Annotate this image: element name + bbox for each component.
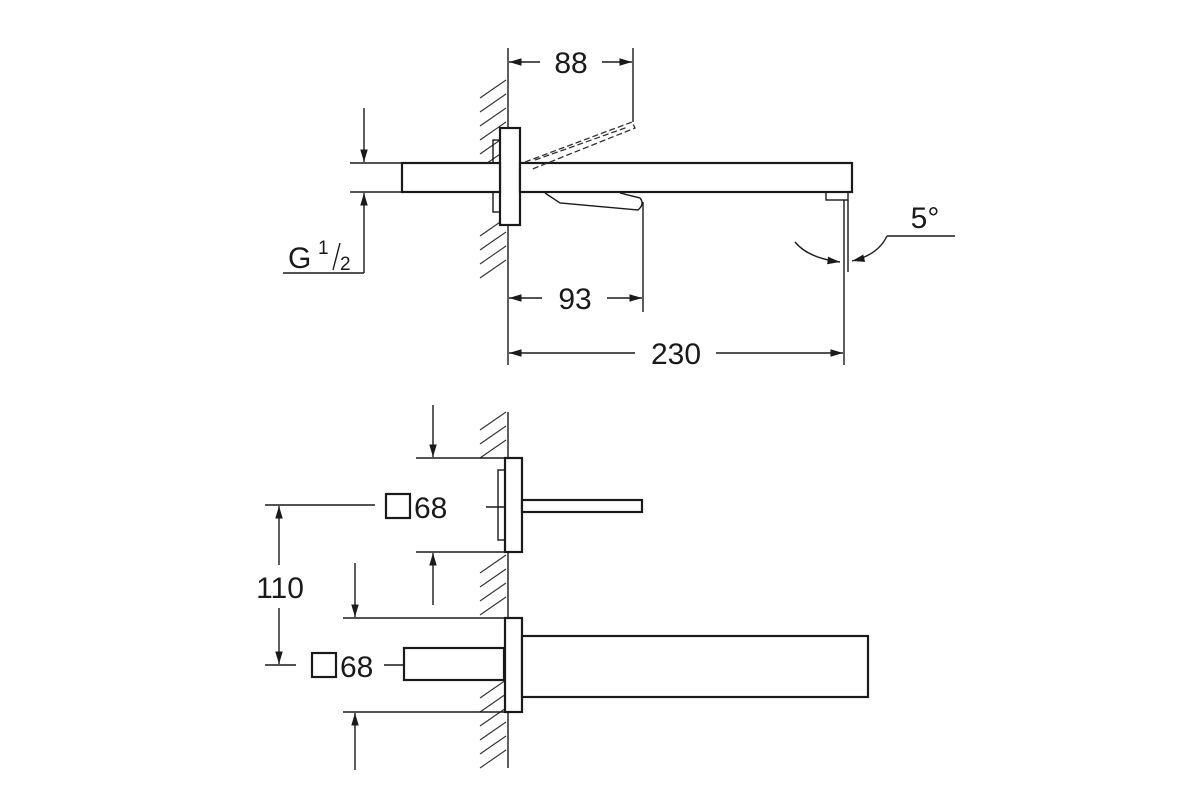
wall-flange	[498, 126, 522, 227]
wall-hatch-line	[479, 679, 507, 699]
side-view: 88 93 230 5° G 1 2	[283, 47, 955, 371]
dim-230: 230	[651, 338, 701, 371]
wall-hatch-line	[479, 121, 507, 141]
rear-pipe	[400, 161, 502, 194]
angle-arc-left	[794, 241, 841, 265]
lever-plate-recess	[497, 469, 506, 541]
angle-arc-right	[851, 235, 888, 262]
spout	[518, 161, 854, 194]
wall-hatch-line	[479, 231, 507, 251]
lever-plate	[503, 456, 524, 554]
center-distance: 110	[256, 572, 304, 605]
spout-plate	[503, 616, 524, 714]
top-view: 68 68 110	[256, 405, 870, 770]
square-symbol-icon	[384, 492, 412, 520]
aerator	[825, 191, 849, 201]
lever-raised-inner	[534, 126, 629, 161]
wall-hatch-line	[479, 107, 507, 127]
upper-plate-size: 68	[414, 492, 447, 525]
wall-hatch-line	[479, 707, 507, 727]
lower-plate-size: 68	[340, 651, 373, 684]
wall-hatch-line	[479, 93, 507, 113]
lever	[544, 192, 643, 211]
wall-hatch-line	[479, 79, 507, 99]
wall-hatch-line	[479, 693, 507, 713]
wall-hatch-line	[479, 721, 507, 741]
wall-hatch-line	[479, 568, 507, 588]
lever-raised-position	[524, 121, 636, 171]
wall-hatch-line	[479, 554, 507, 574]
angle-5-degree: 5°	[911, 202, 940, 235]
wall-hatch-line	[479, 749, 507, 769]
wall-hatch-line	[479, 425, 507, 445]
square-symbol-icon	[310, 651, 338, 679]
lever-handle	[520, 498, 644, 514]
wall-hatch-line	[479, 259, 507, 279]
wall-hatch-line	[479, 411, 507, 431]
wall-hatch-line	[479, 245, 507, 265]
wall-hatch-line	[479, 596, 507, 616]
wall-hatch-line	[479, 582, 507, 602]
thread-denominator: 2	[340, 254, 351, 275]
wall-hatch-line	[479, 439, 507, 459]
thread-numerator: 1	[318, 238, 329, 259]
wall-hatch-line	[479, 735, 507, 755]
thread-label: G	[288, 242, 311, 275]
rear-body	[402, 646, 506, 682]
dim-88: 88	[554, 47, 587, 80]
spout-top	[520, 634, 870, 699]
thread-fraction-bar	[332, 242, 341, 271]
dim-93: 93	[558, 283, 591, 316]
